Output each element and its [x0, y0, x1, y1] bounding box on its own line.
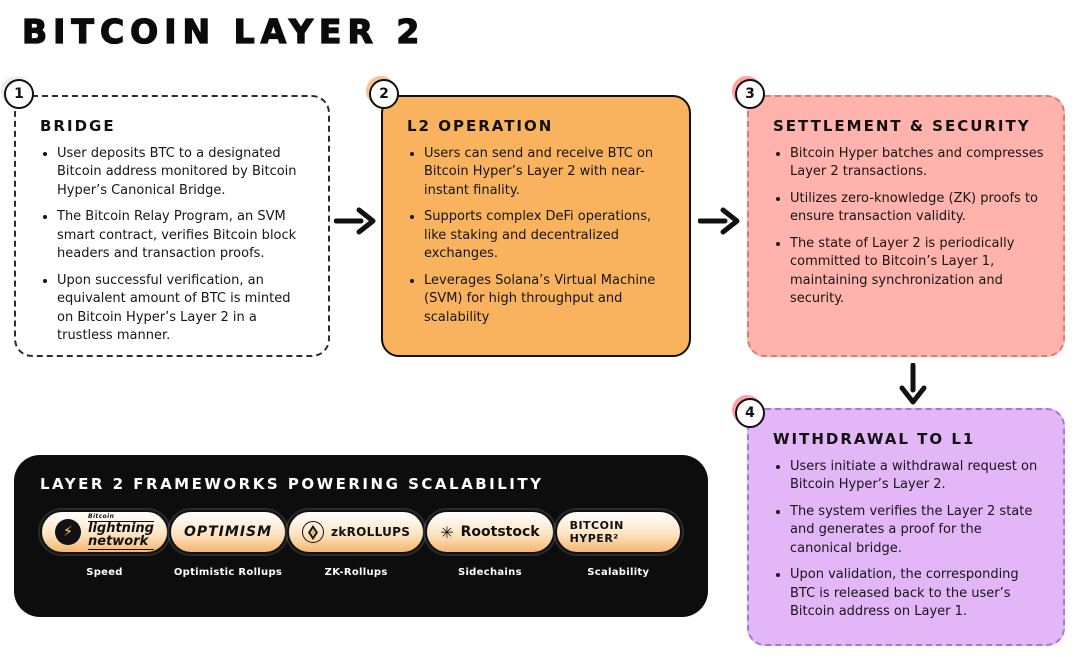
step-1-number: 1: [14, 86, 24, 102]
lightning-wordmark-top: Bitcoin: [88, 513, 115, 521]
framework-item-lightning-network: ⚡ Bitcoin lightning network Speed: [40, 510, 169, 578]
bullet: User deposits BTC to a designated Bitcoi…: [57, 145, 310, 200]
zkrollups-wordmark: zkROLLUPS: [331, 525, 411, 539]
framework-item-zkrollups: zkROLLUPS ZK-Rollups: [287, 510, 426, 578]
bullet: The Bitcoin Relay Program, an SVM smart …: [57, 208, 310, 263]
arrow-right-icon: [697, 204, 740, 242]
frameworks-panel-title: LAYER 2 FRAMEWORKS POWERING SCALABILITY: [40, 475, 544, 493]
rootstock-asterisk-icon: ✳: [440, 522, 454, 542]
bullet: Upon successful verification, an equival…: [57, 272, 310, 346]
bullet: The state of Layer 2 is periodically com…: [790, 235, 1045, 309]
rootstock-wordmark: Rootstock: [460, 524, 540, 540]
optimism-wordmark: OPTIMISM: [183, 524, 273, 540]
bitcoin-hyper-logo-pill: BITCOIN HYPER²: [554, 510, 682, 554]
framework-label-optimistic-rollups: Optimistic Rollups: [173, 567, 283, 578]
lightning-wordmark-line1: lightning: [88, 520, 154, 536]
step-3-bullet-list: Bitcoin Hyper batches and compresses Lay…: [773, 145, 1045, 309]
step-4-heading: WITHDRAWAL TO L1: [773, 430, 976, 448]
bullet: Leverages Solana’s Virtual Machine (SVM)…: [424, 272, 671, 327]
lightning-bolt-icon: ⚡: [55, 519, 81, 545]
arrow-down-icon: [896, 362, 930, 409]
bullet: Users can send and receive BTC on Bitcoi…: [424, 145, 671, 200]
step-3-settlement-security-card: SETTLEMENT & SECURITY Bitcoin Hyper batc…: [747, 95, 1065, 357]
step-2-number-badge: 2: [369, 79, 399, 109]
framework-label-sidechains: Sidechains: [457, 567, 522, 578]
frameworks-panel: LAYER 2 FRAMEWORKS POWERING SCALABILITY …: [14, 455, 708, 617]
optimism-logo-pill: OPTIMISM: [168, 510, 288, 554]
step-2-heading: L2 OPERATION: [407, 117, 554, 135]
lightning-wordmark-line2: network: [88, 535, 154, 550]
lightning-network-logo-pill: ⚡ Bitcoin lightning network: [40, 510, 169, 554]
ethereum-diamond-icon: [302, 521, 325, 543]
framework-label-speed: Speed: [86, 567, 123, 578]
step-2-bullet-list: Users can send and receive BTC on Bitcoi…: [407, 145, 671, 327]
step-4-bullet-list: Users initiate a withdrawal request on B…: [773, 458, 1045, 622]
lightning-network-wordmark: Bitcoin lightning network: [88, 513, 154, 550]
step-4-number: 4: [745, 405, 755, 421]
step-1-number-badge: 1: [4, 79, 34, 109]
step-2-number: 2: [379, 86, 389, 102]
bullet: The system verifies the Layer 2 state an…: [790, 503, 1045, 558]
bullet: Upon validation, the corresponding BTC i…: [790, 566, 1045, 621]
framework-item-rootstock: ✳ Rootstock Sidechains: [425, 510, 555, 578]
step-1-bridge-card: BRIDGE User deposits BTC to a designated…: [14, 95, 330, 357]
bullet: Utilizes zero-knowledge (ZK) proofs to e…: [790, 190, 1045, 227]
step-3-number: 3: [745, 86, 755, 102]
step-1-bullet-list: User deposits BTC to a designated Bitcoi…: [40, 145, 310, 346]
bullet: Bitcoin Hyper batches and compresses Lay…: [790, 145, 1045, 182]
zkrollups-logo-pill: zkROLLUPS: [287, 510, 426, 554]
framework-label-scalability: Scalability: [587, 567, 650, 578]
arrow-right-icon: [333, 204, 376, 242]
step-1-heading: BRIDGE: [40, 117, 116, 135]
bullet: Users initiate a withdrawal request on B…: [790, 458, 1045, 495]
framework-item-bitcoin-hyper: BITCOIN HYPER² Scalability: [554, 510, 682, 578]
step-4-number-badge: 4: [735, 398, 765, 428]
step-2-l2-operation-card: L2 OPERATION Users can send and receive …: [381, 95, 691, 357]
step-4-withdrawal-card: WITHDRAWAL TO L1 Users initiate a withdr…: [747, 408, 1065, 646]
bullet: Supports complex DeFi operations, like s…: [424, 208, 671, 263]
framework-item-optimism: OPTIMISM Optimistic Rollups: [168, 510, 288, 578]
step-3-heading: SETTLEMENT & SECURITY: [773, 117, 1031, 135]
bitcoin-hyper-wordmark: BITCOIN HYPER²: [569, 519, 624, 545]
page-title: BITCOIN LAYER 2: [21, 11, 426, 51]
framework-label-zk-rollups: ZK-Rollups: [324, 567, 388, 578]
frameworks-row: ⚡ Bitcoin lightning network Speed OPTIMI…: [40, 510, 682, 578]
rootstock-logo-pill: ✳ Rootstock: [425, 510, 555, 554]
step-3-number-badge: 3: [735, 79, 765, 109]
